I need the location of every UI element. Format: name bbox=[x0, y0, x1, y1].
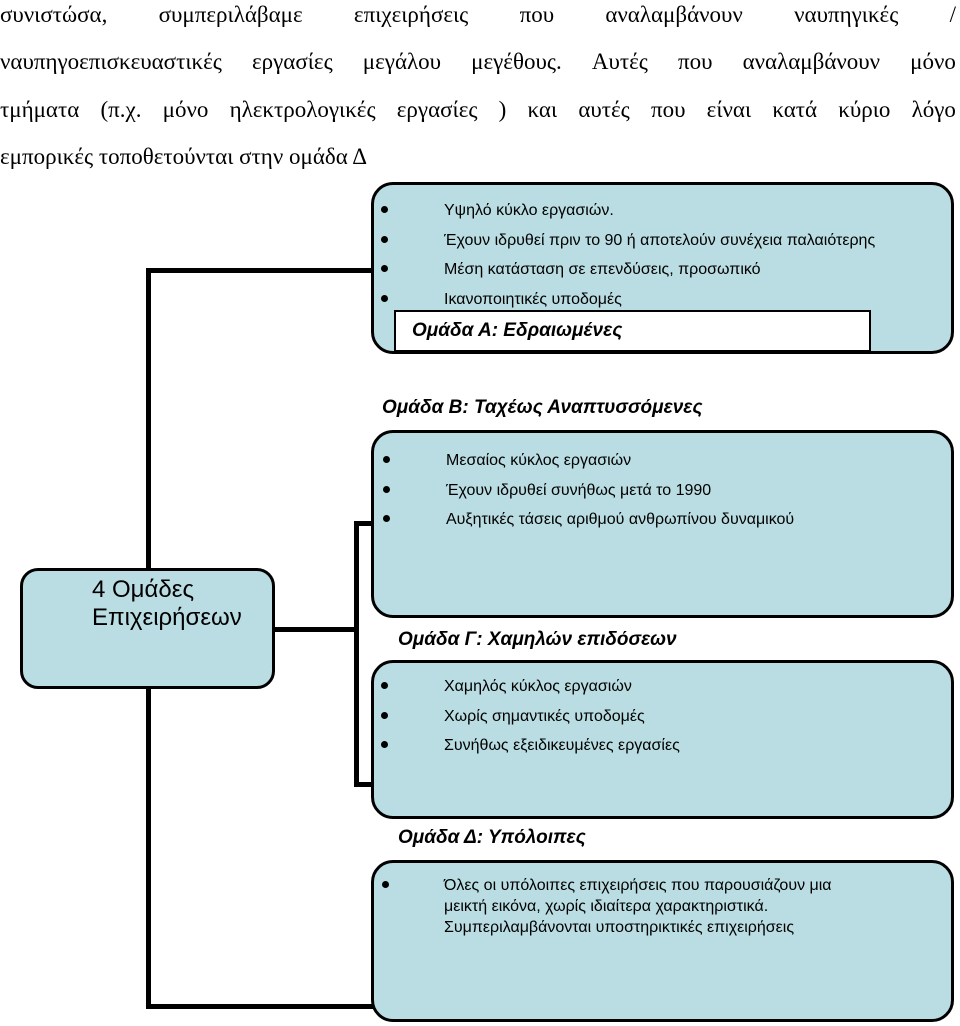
word: αναλαμβάνουν bbox=[605, 2, 743, 27]
word: τμήματα bbox=[0, 97, 80, 122]
group-d-box bbox=[371, 860, 954, 1022]
word: κύριο bbox=[838, 97, 891, 122]
connector-to-group-a bbox=[146, 268, 374, 273]
word: συμπεριλάβαμε bbox=[158, 2, 303, 27]
connector-to-group-d bbox=[146, 1004, 374, 1009]
connector-to-group-b bbox=[354, 521, 374, 526]
list-item: Μεσαίος κύκλος εργασιών bbox=[382, 446, 794, 476]
word: αυτές bbox=[578, 97, 630, 122]
connector-bracket-vertical bbox=[354, 521, 359, 787]
root-label-line-1: 4 Ομάδες bbox=[92, 576, 195, 603]
word: κατά bbox=[772, 97, 818, 122]
word: που bbox=[519, 2, 555, 27]
list-item: Υψηλό κύκλο εργασιών. bbox=[380, 196, 875, 226]
list-item: Έχουν ιδρυθεί συνήθως μετά το 1990 bbox=[382, 476, 794, 506]
word: συνιστώσα, bbox=[0, 2, 108, 27]
word: ηλεκτρολογικές bbox=[229, 97, 376, 122]
word: επιχειρήσεις bbox=[353, 2, 469, 27]
list-item: Ικανοποιητικές υποδομές bbox=[380, 285, 875, 315]
group-b-list: Μεσαίος κύκλος εργασιών Έχουν ιδρυθεί συ… bbox=[382, 446, 794, 535]
word: μόνο bbox=[162, 97, 209, 122]
word: μόνο bbox=[910, 49, 956, 74]
group-a-list: Υψηλό κύκλο εργασιών. Έχουν ιδρυθεί πριν… bbox=[380, 196, 875, 315]
word: / bbox=[949, 2, 956, 27]
intro-line-4: εμπορικές τοποθετούνται στην ομάδα Δ bbox=[0, 144, 368, 169]
word: αναλαμβάνουν bbox=[742, 49, 881, 74]
list-item: Συνήθως εξειδικευμένες εργασίες bbox=[381, 731, 680, 761]
root-label-line-2: Επιχειρήσεων bbox=[92, 604, 242, 631]
group-b-title: Ομάδα Β: Ταχέως Αναπτυσσόμενες bbox=[382, 397, 703, 418]
word: ναυπηγικές bbox=[794, 2, 899, 27]
word: (π.χ. bbox=[100, 97, 142, 122]
word: μεγέθους. bbox=[471, 49, 562, 74]
text-line: Όλες οι υπόλοιπες επιχειρήσεις που παρου… bbox=[444, 877, 832, 894]
root-label: 4 Ομάδες Επιχειρήσεων bbox=[92, 576, 242, 632]
group-b-box bbox=[371, 430, 954, 618]
word: που bbox=[650, 97, 686, 122]
bullet-dot bbox=[382, 881, 389, 888]
connector-to-group-c bbox=[354, 782, 374, 787]
list-item: Έχουν ιδρυθεί πριν το 90 ή αποτελούν συν… bbox=[380, 226, 875, 256]
group-c-box bbox=[371, 660, 954, 819]
group-a-title: Ομάδα Α: Εδραιωμένες bbox=[412, 320, 623, 341]
group-c-title: Ομάδα Γ: Χαμηλών επιδόσεων bbox=[398, 629, 677, 650]
word: ) bbox=[498, 97, 507, 122]
word: Αυτές bbox=[591, 49, 648, 74]
list-item: Χαμηλός κύκλος εργασιών bbox=[381, 672, 680, 702]
word: ναυπηγοεπισκευαστικές bbox=[0, 49, 222, 74]
word: εργασίες bbox=[251, 49, 333, 74]
group-a-title-box bbox=[394, 310, 871, 352]
intro-line-2: ναυπηγοεπισκευαστικές εργασίες μεγάλου μ… bbox=[0, 49, 956, 75]
text-line: μεικτή εικόνα, χωρίς ιδιαίτερα χαρακτηρι… bbox=[444, 898, 769, 915]
word: εργασίες bbox=[396, 97, 478, 122]
intro-line-3: τμήματα (π.χ. μόνο ηλεκτρολογικές εργασί… bbox=[0, 97, 956, 123]
text-line: Συμπεριλαμβάνονται υποστηρικτικές επιχει… bbox=[444, 919, 795, 936]
word: είναι bbox=[706, 97, 752, 122]
word: και bbox=[527, 97, 558, 122]
word: μεγάλου bbox=[362, 49, 442, 74]
list-item: Χωρίς σημαντικές υποδομές bbox=[381, 702, 680, 732]
word: που bbox=[677, 49, 713, 74]
group-d-title: Ομάδα Δ: Υπόλοιπες bbox=[398, 827, 586, 848]
group-c-list: Χαμηλός κύκλος εργασιών Χωρίς σημαντικές… bbox=[381, 672, 680, 761]
intro-line-1: συνιστώσα, συμπεριλάβαμε επιχειρήσεις πο… bbox=[0, 2, 956, 28]
list-item: Μέση κατάσταση σε επενδύσεις, προσωπικό bbox=[380, 255, 875, 285]
root-box bbox=[20, 568, 275, 689]
word: λόγο bbox=[911, 97, 956, 122]
connector-root-to-bracket bbox=[272, 627, 356, 632]
list-item: Αυξητικές τάσεις αριθμού ανθρωπίνου δυνα… bbox=[382, 505, 794, 535]
group-d-description: Όλες οι υπόλοιπες επιχειρήσεις που παρου… bbox=[382, 875, 832, 938]
